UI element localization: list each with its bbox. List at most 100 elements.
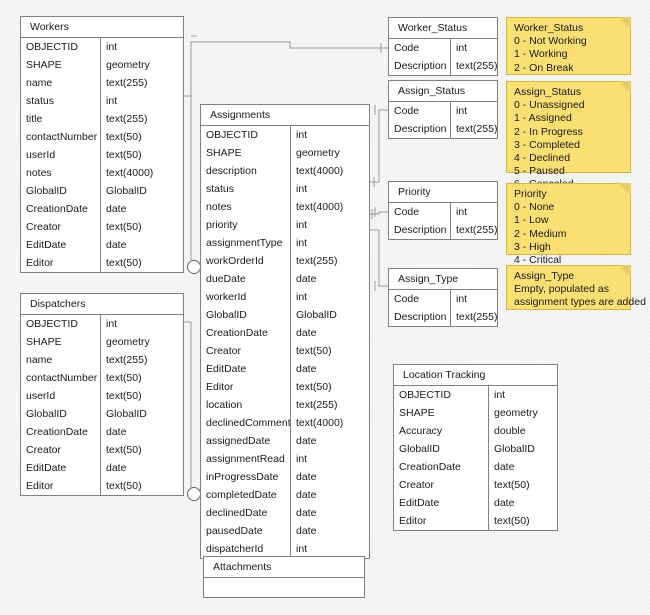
entity-attachments[interactable]: Attachments [203, 556, 365, 598]
note-title: Worker_Status [514, 22, 584, 34]
field-name: description [201, 162, 291, 180]
field-type: text(255) [456, 60, 497, 72]
field-type: GlobalID [106, 408, 147, 420]
field-type: date [494, 461, 515, 473]
field-name: completedDate [201, 486, 291, 504]
field-name: EditDate [394, 494, 489, 512]
field-type: int [456, 105, 468, 117]
field-name: Description [389, 308, 451, 326]
field-name: priority [201, 216, 291, 234]
field-name: declinedComment [201, 414, 291, 432]
note-line: Empty, populated as [514, 283, 609, 296]
field-type: int [296, 183, 308, 195]
field-type: text(50) [296, 381, 332, 393]
field-name: OBJECTID [21, 38, 101, 56]
field-row-empty [204, 578, 364, 597]
field-type: int [456, 293, 468, 305]
field-name: contactNumber [21, 128, 101, 146]
note-line: 5 - Paused [514, 165, 565, 178]
field-type: text(50) [106, 390, 142, 402]
field-type: int [456, 42, 468, 54]
field-name: OBJECTID [394, 386, 489, 404]
field-type: date [494, 497, 515, 509]
note-line: 4 - Declined [514, 152, 571, 165]
field-type: text(50) [296, 345, 332, 357]
note-fold-corner-icon [618, 81, 631, 94]
field-type: date [296, 507, 317, 519]
field-type: double [494, 425, 526, 437]
note-line: 3 - Completed [514, 138, 580, 151]
field-name: Description [389, 57, 451, 75]
field-list-attachments [204, 578, 364, 597]
field-type: date [296, 435, 317, 447]
field-name: CreationDate [394, 458, 489, 476]
note-fold-corner-icon [618, 17, 631, 30]
entity-title-priority: Priority [389, 182, 497, 203]
field-name: Accuracy [394, 422, 489, 440]
field-type: text(4000) [296, 201, 344, 213]
note-fold-corner-icon [618, 183, 631, 196]
field-type: int [106, 318, 118, 330]
entity-title-assign-status: Assign_Status [389, 81, 497, 102]
field-type: int [296, 237, 308, 249]
field-type: GlobalID [106, 185, 147, 197]
field-type: text(255) [456, 224, 497, 236]
field-name: CreationDate [201, 324, 291, 342]
field-type: geometry [106, 59, 150, 71]
field-type: date [106, 426, 127, 438]
field-type: int [106, 41, 118, 53]
field-type: text(255) [296, 399, 338, 411]
field-name: Creator [21, 441, 101, 459]
connector-workers-assignments [184, 95, 192, 270]
field-name: title [21, 110, 101, 128]
field-name: assignedDate [201, 432, 291, 450]
entity-title-assignments: Assignments [201, 105, 369, 126]
field-name: Editor [201, 378, 291, 396]
entity-title-assign-type: Assign_Type [389, 269, 497, 290]
field-row: EditDate date [394, 494, 557, 512]
field-row: Editor text(50) [201, 378, 369, 396]
field-type: text(255) [106, 113, 148, 125]
field-type: int [494, 389, 506, 401]
field-name: dueDate [201, 270, 291, 288]
connector-assign-type [369, 229, 388, 287]
field-row: assignedDate date [201, 432, 369, 450]
field-row: declinedDate date [201, 504, 369, 522]
field-name: SHAPE [201, 144, 291, 162]
field-type: text(4000) [106, 167, 154, 179]
field-name: workerId [201, 288, 291, 306]
field-type: text(50) [106, 480, 142, 492]
field-type: text(255) [456, 311, 497, 323]
field-name: declinedDate [201, 504, 291, 522]
connector-priority [369, 211, 388, 215]
